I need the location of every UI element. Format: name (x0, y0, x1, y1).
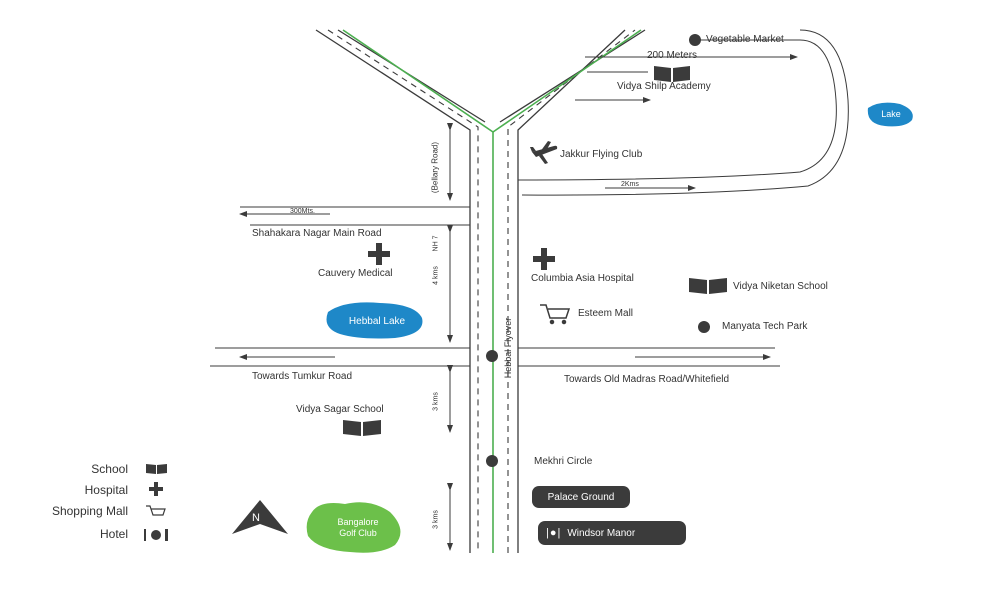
vidya-shilp-book-icon (654, 66, 690, 82)
golf-club-label: Bangalore Golf Club (318, 517, 398, 539)
fork-plate-knife-icon: |●| (546, 527, 562, 539)
windsor-manor-badge: |●| Windsor Manor (538, 521, 686, 545)
vidya-sagar-book-icon (343, 420, 381, 436)
hebbal-flyover-label: Hebbal Flyover (503, 317, 513, 379)
tumkur-road-label: Towards Tumkur Road (252, 371, 353, 382)
legend-hotel-icon (144, 529, 168, 541)
vidya-niketan-label: Vidya Niketan School (733, 281, 828, 292)
north-label: N (252, 512, 260, 524)
distance-4kms-label: 4 kms (432, 266, 440, 285)
bellary-road-label: (Bellary Road) (430, 141, 440, 194)
legend-hospital-cross-icon (149, 482, 163, 496)
hebbal-lake-label: Hebbal Lake (348, 316, 406, 327)
esteem-cart-icon (540, 304, 571, 325)
old-madras-road-label: Towards Old Madras Road/Whitefield (564, 374, 730, 385)
vegetable-market-dot-icon (689, 34, 701, 46)
columbia-cross-icon (533, 248, 555, 270)
distance-200m-label: 200 Meters (647, 50, 698, 61)
legend-mall-label: Shopping Mall (51, 504, 128, 518)
vidya-niketan-book-icon (689, 278, 727, 294)
golf-club-label-line1: Bangalore (337, 517, 379, 527)
distance-2kms-label: 2Kms (621, 181, 639, 188)
lake-shape (867, 102, 913, 127)
distance-3kms-label-2: 3 kms (432, 510, 440, 529)
golf-club-shape (306, 502, 401, 553)
manyata-dot-icon (698, 321, 710, 333)
legend-school-book-icon (146, 464, 167, 474)
hebbal-lake-shape (326, 302, 423, 339)
legend-mall-cart-icon (146, 505, 166, 516)
manyata-label: Manyata Tech Park (722, 321, 808, 332)
columbia-asia-label: Columbia Asia Hospital (531, 273, 634, 284)
golf-club-label-line2: Golf Club (339, 528, 377, 538)
north-arrow-icon (232, 500, 288, 534)
esteem-mall-label: Esteem Mall (578, 308, 634, 319)
legend-hotel-label: Hotel (99, 527, 128, 541)
branch-roads (210, 29, 849, 551)
vidya-shilp-label: Vidya Shilp Academy (617, 81, 711, 92)
windsor-manor-label: Windsor Manor (567, 527, 636, 539)
nh7-label: NH 7 (432, 235, 440, 252)
lake-label: Lake (881, 109, 901, 119)
vegetable-market-label: Vegetable Market (706, 34, 784, 45)
palace-ground-badge: Palace Ground (532, 486, 630, 508)
cauvery-medical-label: Cauvery Medical (318, 268, 393, 279)
mekhri-circle-label: Mekhri Circle (534, 456, 593, 467)
cauvery-cross-icon (368, 243, 390, 265)
distance-3kms-label-1: 3 kms (432, 392, 440, 411)
jakkur-label: Jakkur Flying Club (560, 149, 643, 160)
main-road-network (315, 29, 646, 553)
mekhri-circle-dot-icon (486, 455, 498, 467)
shahakara-road-label: Shahakara Nagar Main Road (252, 228, 382, 239)
distance-300mts-label: 300Mts. (290, 208, 315, 215)
plane-icon (530, 141, 558, 164)
legend-hospital-label: Hospital (84, 483, 128, 497)
hebbal-flyover-dot-icon (486, 350, 498, 362)
vidya-sagar-label: Vidya Sagar School (296, 404, 384, 415)
legend-school-label: School (91, 462, 128, 476)
